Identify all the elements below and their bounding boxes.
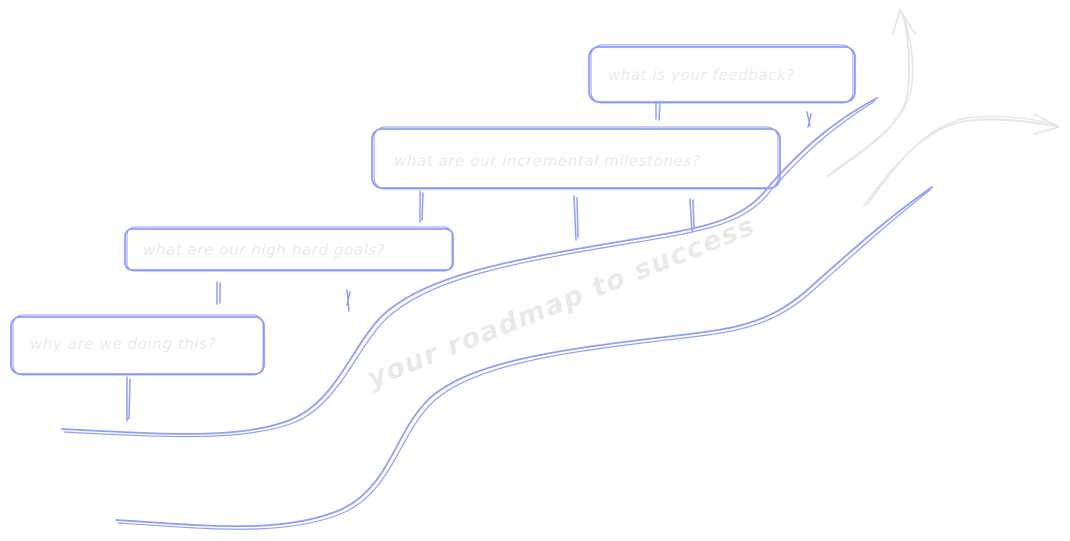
posts bbox=[126, 102, 812, 422]
step-label-goals: what are our high hard goals? bbox=[143, 241, 385, 259]
post bbox=[689, 198, 695, 232]
step-box-goals[interactable]: what are our high hard goals? bbox=[124, 226, 454, 272]
road-lower-edge bbox=[115, 186, 933, 528]
post bbox=[573, 195, 579, 241]
arrow-right bbox=[863, 118, 1058, 207]
post bbox=[346, 289, 351, 312]
road-upper-edge bbox=[61, 97, 878, 435]
step-boxes: why are we doing this? what are our high… bbox=[10, 44, 856, 376]
road-label: your roadmap to success bbox=[363, 210, 760, 394]
step-box-border bbox=[10, 316, 265, 375]
step-box-border-double bbox=[126, 226, 453, 272]
step-box-border-double bbox=[373, 126, 779, 190]
step-box-border-double bbox=[590, 44, 854, 104]
arrow-up-head bbox=[892, 9, 916, 35]
arrow-right-double bbox=[867, 115, 1056, 205]
post bbox=[655, 102, 661, 121]
step-label-milestones: what are our incremental milestones? bbox=[394, 152, 700, 170]
arrows bbox=[827, 9, 1060, 207]
arrow-up-double bbox=[831, 11, 914, 173]
step-label-feedback: what is your feedback? bbox=[608, 66, 795, 84]
step-box-border bbox=[124, 228, 454, 271]
road-lower-edge-double bbox=[117, 189, 931, 530]
post bbox=[419, 190, 424, 223]
post bbox=[216, 281, 221, 305]
step-label-why: why are we doing this? bbox=[30, 335, 216, 353]
step-box-why[interactable]: why are we doing this? bbox=[10, 314, 265, 376]
step-box-border bbox=[371, 128, 781, 189]
step-box-border-double bbox=[12, 314, 264, 376]
step-box-milestones[interactable]: what are our incremental milestones? bbox=[371, 126, 781, 190]
arrow-right-head bbox=[1033, 113, 1060, 135]
step-box-border bbox=[588, 46, 856, 103]
step-box-feedback[interactable]: what is your feedback? bbox=[588, 44, 856, 104]
post bbox=[806, 111, 812, 128]
post bbox=[126, 376, 131, 422]
arrow-up bbox=[827, 13, 911, 177]
